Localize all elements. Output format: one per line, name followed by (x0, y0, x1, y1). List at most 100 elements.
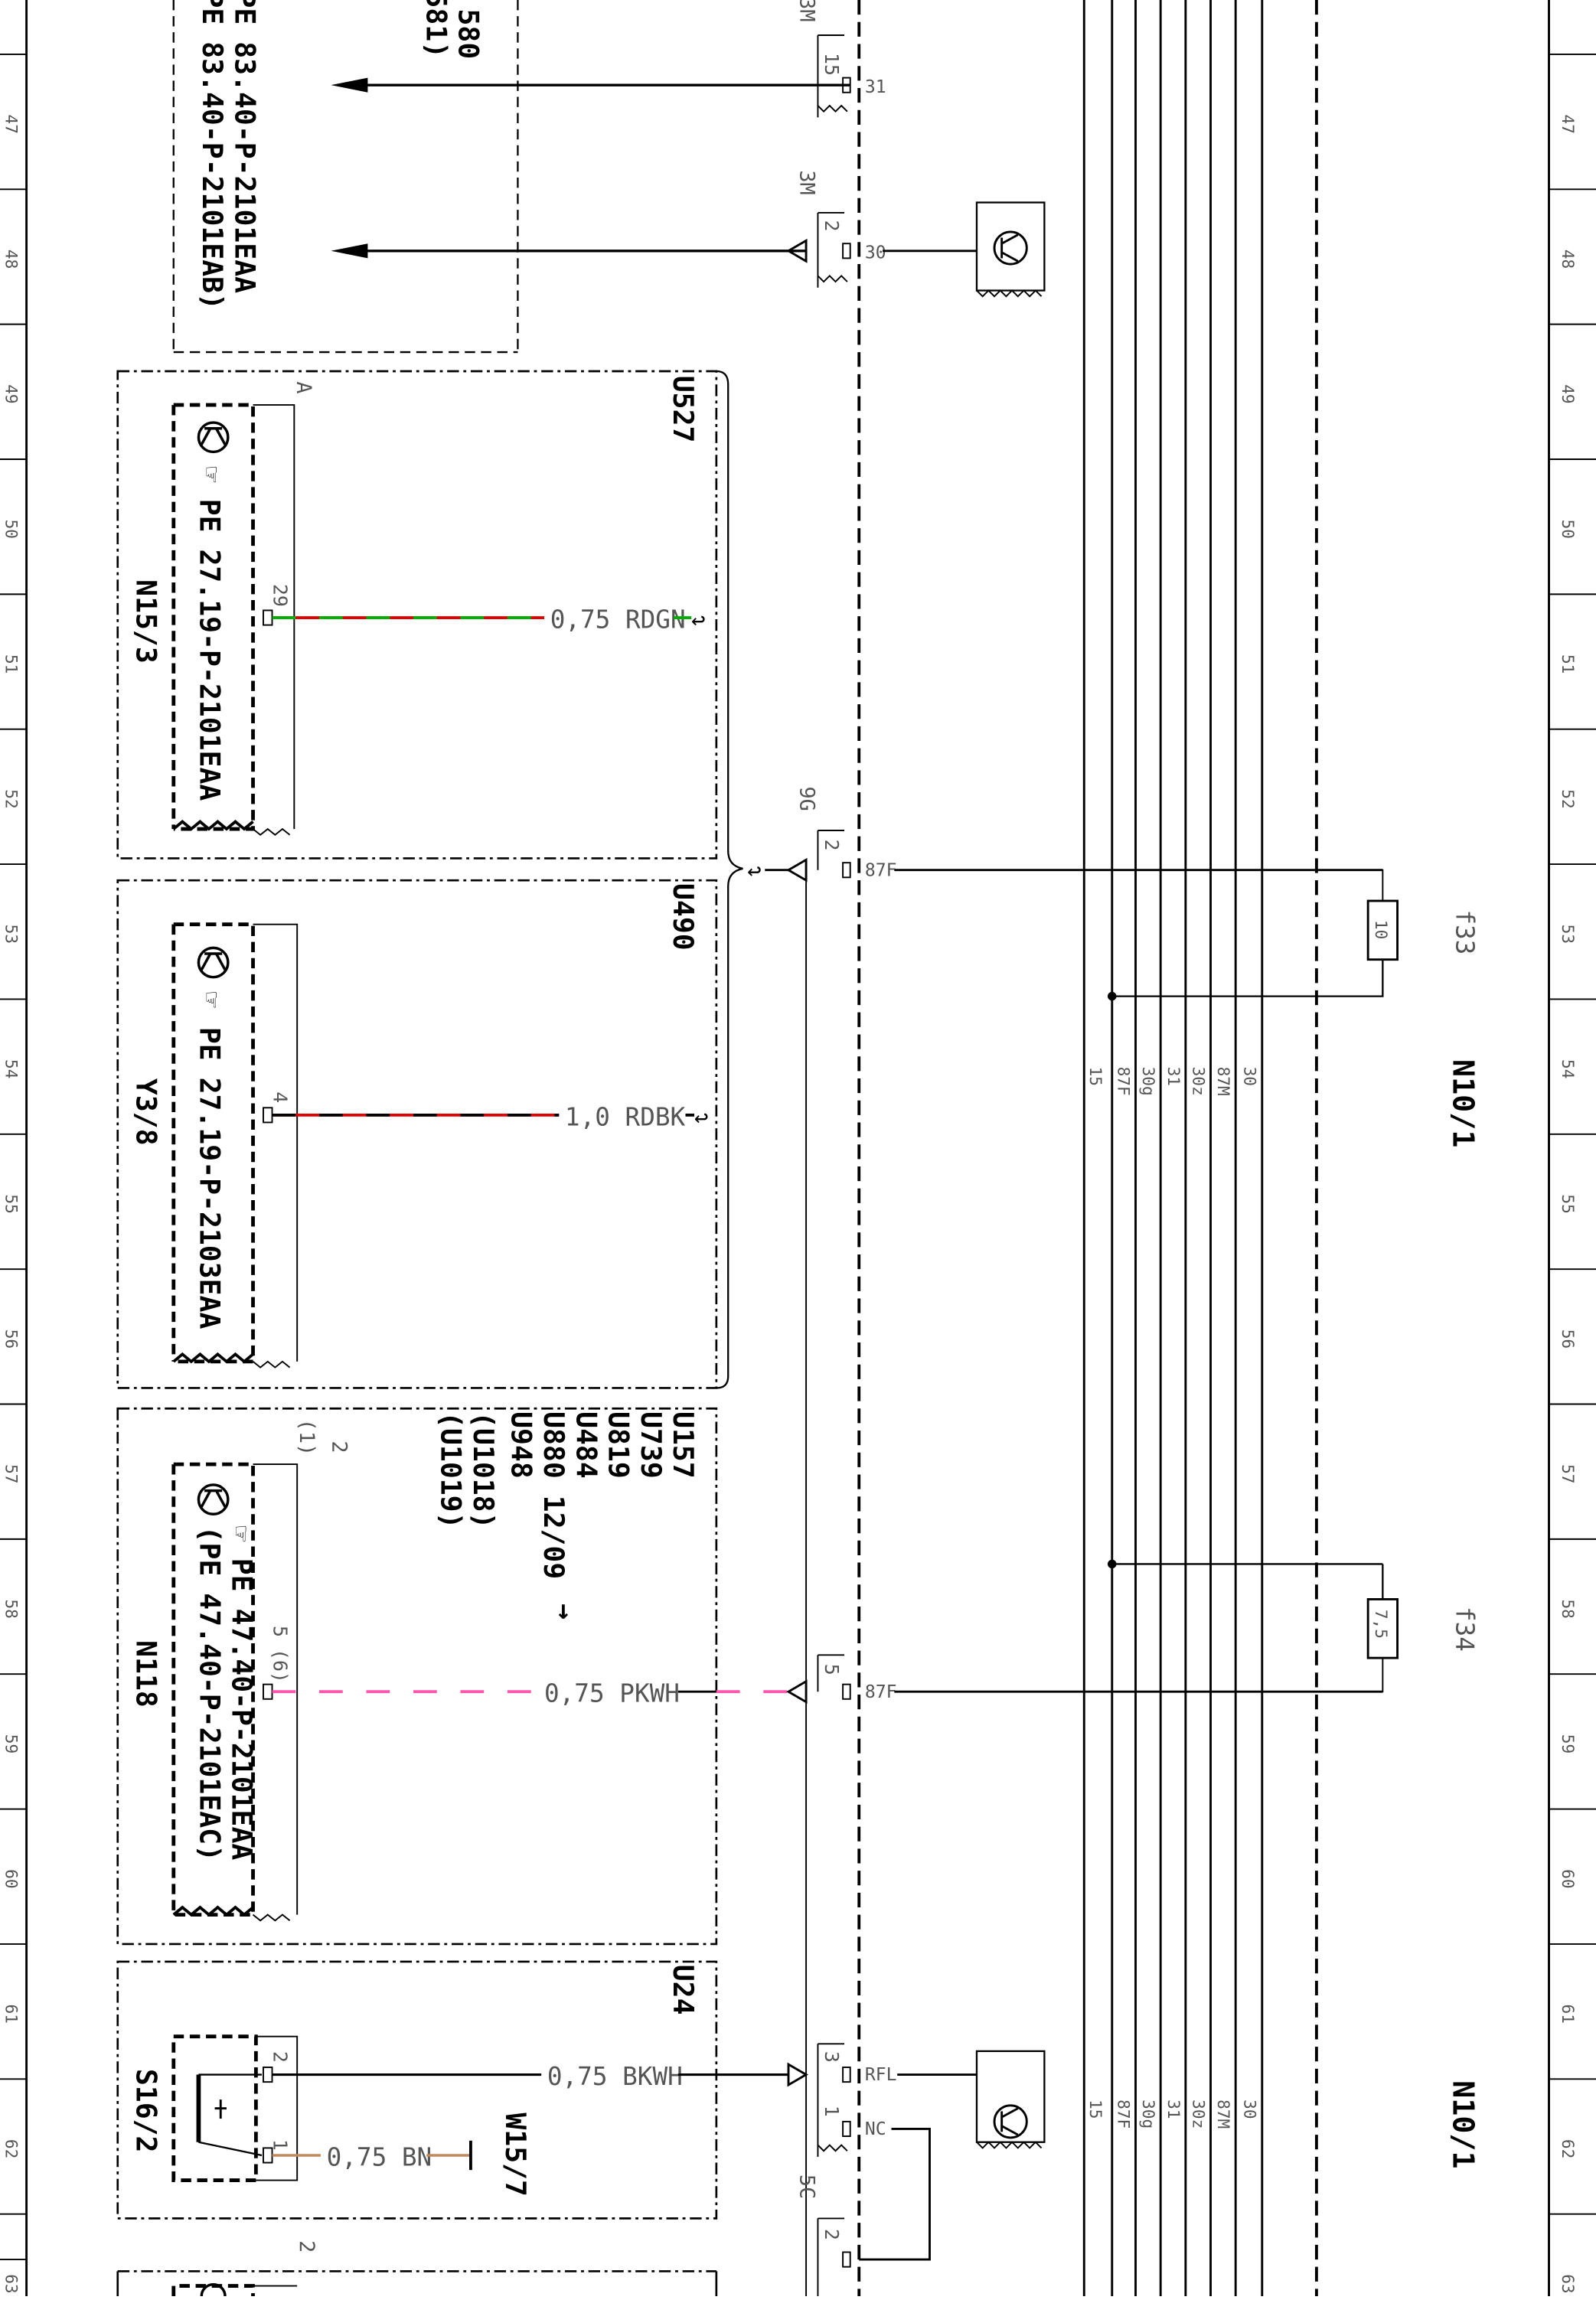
corner-label: 2 (327, 1440, 351, 1453)
bus-label: 30 (1241, 1067, 1260, 1086)
grid-number: 49 (2, 384, 21, 403)
bus-label: 30z (1189, 2099, 1208, 2129)
pe-27-19-2101eaa-text: PE 27.19-P-2101EAA (193, 499, 226, 801)
transistor-icon (197, 1483, 230, 1515)
grid-number: 48 (1558, 250, 1578, 269)
variant-code: U739 (635, 1411, 667, 1479)
corner-label: (1) (295, 1419, 318, 1456)
connector-9g: 9G 2 87F (765, 786, 1383, 882)
variant-code: U819 (602, 1411, 635, 1479)
variant-code: (U1019) (434, 1411, 467, 1528)
variant-code-u490: U490 (667, 883, 700, 951)
connector-9g-label: 9G (795, 786, 818, 811)
pin-number: 2 (821, 839, 843, 850)
bus-label: 30 (1241, 2099, 1260, 2119)
grid-number: 54 (1558, 1059, 1578, 1078)
wire-bkwh-label: 0,75 BKWH (547, 2062, 683, 2091)
grid-number: 55 (1558, 1194, 1578, 1213)
bus-label: 15 (1086, 2099, 1105, 2119)
wire-break-icon: ↩ (694, 1104, 709, 1131)
component-box-u490: U490 4 ☞ PE 27.19-P-2103EAA Y3/8 1,0 RDB… (116, 879, 718, 1389)
wire-pkwh-label: 0,75 PKWH (544, 1679, 680, 1708)
grid-number: 58 (2, 1599, 21, 1618)
grid-number: 50 (1558, 520, 1578, 539)
wire-rdgn-label: 0,75 RDGN (550, 605, 686, 634)
ref-581-text: 581) (419, 0, 452, 58)
grid-number: 57 (1558, 1464, 1578, 1483)
arrow-left-icon (331, 243, 368, 259)
wire-bn-label: 0,75 BN (327, 2142, 432, 2171)
grid-number: 51 (2, 654, 21, 674)
variant-code: U948 (505, 1411, 538, 1479)
grid-number: 49 (1558, 384, 1578, 403)
ground-w15-7-label: W15/7 (499, 2112, 532, 2197)
grid-number: 54 (2, 1059, 21, 1078)
pin-number: 3 (821, 2051, 843, 2063)
module-n10-1-label-upper: N10/1 (1446, 1059, 1480, 1147)
electronic-module-icon (975, 2050, 1046, 2149)
bus-label: 87M (1214, 1067, 1233, 1096)
grid-number: 55 (2, 1194, 21, 1213)
transistor-icon (197, 421, 230, 454)
fuse-f34: 7,5 f34 (1108, 1559, 1479, 1693)
down-arrow-icon: → (549, 1603, 579, 1620)
wire-rdbk-label: 1,0 RDBK (565, 1102, 686, 1131)
grid-number: 47 (1558, 115, 1578, 134)
electronic-module-icon (975, 201, 1046, 298)
bus-label: 30g (1139, 2099, 1158, 2129)
connector-3m-label: 3M (795, 170, 818, 194)
connector-5c-label: 5C (795, 2174, 818, 2199)
pin-number: 4 (269, 1091, 291, 1103)
grid-number: 59 (1558, 1734, 1578, 1754)
pin-number: 29 (269, 584, 291, 607)
wire-break-icon: ↩ (691, 607, 706, 634)
grid-number: 62 (1558, 2139, 1578, 2158)
pe-27-19-2103eaa-text: PE 27.19-P-2103EAA (193, 1027, 226, 1329)
ref-580-text: 580 (452, 9, 485, 60)
variant-code: U484 (570, 1411, 602, 1479)
pe-83-40-2101eab-text: PE 83.40-P-2101EAB) (196, 0, 229, 310)
connector-3m-pin-2: 3M 2 30 (786, 170, 977, 288)
pe-47-40-2101eaa-text: PE 47.40-P-2101EAA (226, 1558, 259, 1861)
sheet-border (0, 0, 1550, 2296)
component-n118-label: N118 (130, 1640, 163, 1708)
grid-number: 62 (2, 2139, 21, 2158)
component-n15-3-label: N15/3 (130, 579, 163, 664)
switch-icon (196, 2073, 263, 2157)
grid-number: 61 (1558, 2005, 1578, 2024)
grid-number: 56 (2, 1329, 21, 1349)
bus-label: 15 (1086, 1067, 1105, 1086)
variant-code-u527: U527 (667, 376, 700, 443)
grid-number: 63 (1558, 2274, 1578, 2293)
fuse-value: 10 (1372, 920, 1391, 939)
grid-number: 52 (2, 789, 21, 808)
grid-number: 63 (2, 2274, 21, 2293)
bus-label: 87M (1214, 2099, 1233, 2129)
grid-number: 56 (1558, 1329, 1578, 1349)
bus-label: 87F (1114, 2099, 1133, 2129)
grid-number: 47 (2, 115, 21, 134)
component-box-u527: U527 A 29 ☞ PE 27.19-P-2101EAA N15/3 0,7… (116, 370, 718, 860)
pin-number: 1 (269, 2139, 291, 2151)
variant-code: U157 (667, 1411, 700, 1479)
grid-number: 52 (1558, 789, 1578, 808)
pin-number: 2 (295, 2240, 318, 2253)
bus-label: 30z (1189, 1067, 1208, 1096)
bus-label: 30g (1139, 1067, 1158, 1096)
grid-number: 60 (2, 1869, 21, 1888)
grid-number: 60 (1558, 1869, 1578, 1888)
pin-number: 15 (821, 53, 843, 76)
grid-number: 48 (2, 250, 21, 269)
corner-label: A (292, 381, 315, 393)
bus-label: 87F (1114, 1067, 1133, 1096)
arrow-left-icon (331, 77, 368, 93)
pin-number: 2 (821, 2229, 843, 2240)
component-box-u24: U24 2 1 S16/2 0,75 BKWH 0,75 BN W15/7 (116, 1960, 789, 2220)
